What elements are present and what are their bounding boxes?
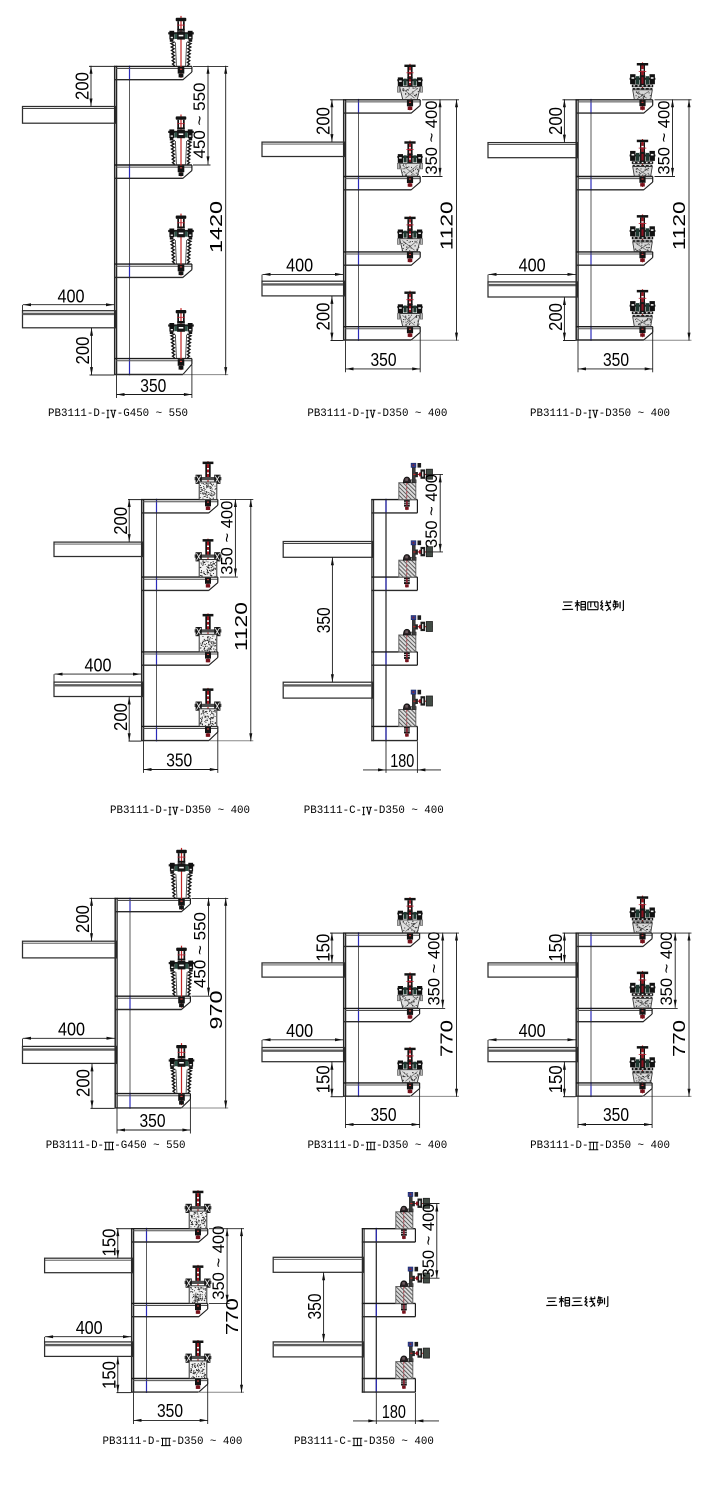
svg-text:PB3111-D-: PB3111-D- [307,408,365,420]
svg-text:400: 400 [76,1318,103,1338]
svg-text:PB3111-D-: PB3111-D- [307,1140,365,1152]
svg-text:770: 770 [669,1020,689,1057]
svg-text:-G450 ~ 550: -G450 ~ 550 [117,408,188,420]
svg-text:200: 200 [73,337,93,365]
svg-text:200: 200 [314,107,334,135]
svg-text:180: 180 [382,1402,406,1422]
svg-text:-D350 ~ 400: -D350 ~ 400 [171,1436,242,1448]
svg-text:150: 150 [314,934,334,962]
svg-text:400: 400 [286,1021,313,1041]
svg-text:150: 150 [100,1229,120,1257]
svg-text:350: 350 [157,1401,183,1421]
svg-text:350 ~ 400: 350 ~ 400 [420,1204,438,1278]
svg-text:350: 350 [140,1111,166,1131]
svg-text:200: 200 [546,303,566,331]
svg-text:200: 200 [73,72,93,100]
svg-text:400: 400 [85,655,112,675]
svg-text:350 ~ 400: 350 ~ 400 [218,501,236,575]
svg-text:PB3111-D-: PB3111-D- [103,1436,161,1448]
svg-text:-D350 ~ 400: -D350 ~ 400 [376,1140,447,1152]
svg-text:350 ~ 400: 350 ~ 400 [656,101,674,175]
svg-text:200: 200 [546,107,566,135]
svg-text:970: 970 [206,991,226,1030]
svg-text:400: 400 [519,1021,546,1041]
svg-text:1120: 1120 [437,201,457,250]
svg-text:350: 350 [140,376,166,396]
svg-text:200: 200 [74,1069,94,1097]
svg-text:-D350 ~ 400: -D350 ~ 400 [599,1140,670,1152]
svg-text:350 ~ 400: 350 ~ 400 [210,1226,228,1300]
svg-text:400: 400 [58,1020,85,1040]
svg-text:PB3111-D-: PB3111-D- [48,408,106,420]
svg-text:350: 350 [371,350,397,370]
svg-text:150: 150 [314,1065,334,1093]
svg-text:350 ~ 400: 350 ~ 400 [426,932,444,1006]
svg-text:180: 180 [390,751,414,771]
svg-text:PB3111-D-: PB3111-D- [46,1140,104,1152]
svg-text:770: 770 [222,1298,242,1335]
svg-text:200: 200 [111,507,131,535]
svg-text:1120: 1120 [669,201,689,250]
svg-text:-D350 ~ 400: -D350 ~ 400 [363,1436,434,1448]
svg-text:PB3111-D-: PB3111-D- [530,1140,588,1152]
svg-text:PB3111-D-: PB3111-D- [530,408,588,420]
svg-text:350: 350 [166,751,192,771]
svg-text:350: 350 [603,350,629,370]
svg-text:1120: 1120 [231,602,251,651]
svg-text:400: 400 [286,256,313,276]
svg-text:PB3111-C-: PB3111-C- [294,1436,352,1448]
svg-text:PB3111-C-: PB3111-C- [304,805,362,817]
svg-text:-D350 ~ 400: -D350 ~ 400 [372,805,443,817]
svg-text:-G450 ~ 550: -G450 ~ 550 [114,1140,185,1152]
svg-text:350 ~ 400: 350 ~ 400 [658,932,676,1006]
svg-text:1420: 1420 [206,201,226,253]
svg-text:-D350 ~ 400: -D350 ~ 400 [376,408,447,420]
svg-text:150: 150 [546,934,566,962]
svg-text:150: 150 [100,1361,120,1389]
svg-text:450 ~ 550: 450 ~ 550 [191,82,209,158]
svg-text:200: 200 [111,703,131,731]
svg-text:450 ~ 550: 450 ~ 550 [191,912,209,988]
svg-text:770: 770 [437,1020,457,1057]
svg-text:150: 150 [546,1065,566,1093]
svg-text:400: 400 [58,286,85,306]
svg-text:200: 200 [314,303,334,331]
svg-text:200: 200 [73,905,93,933]
svg-text:PB3111-D-: PB3111-D- [110,805,168,817]
svg-text:350: 350 [603,1105,629,1125]
svg-text:350 ~ 400: 350 ~ 400 [423,474,441,548]
svg-text:350: 350 [314,607,334,633]
svg-text:350: 350 [371,1105,397,1125]
svg-text:350 ~ 400: 350 ~ 400 [423,101,441,175]
svg-text:-D350 ~ 400: -D350 ~ 400 [179,805,250,817]
svg-text:-D350 ~ 400: -D350 ~ 400 [599,408,670,420]
svg-text:350: 350 [305,1294,325,1320]
svg-text:400: 400 [519,256,546,276]
